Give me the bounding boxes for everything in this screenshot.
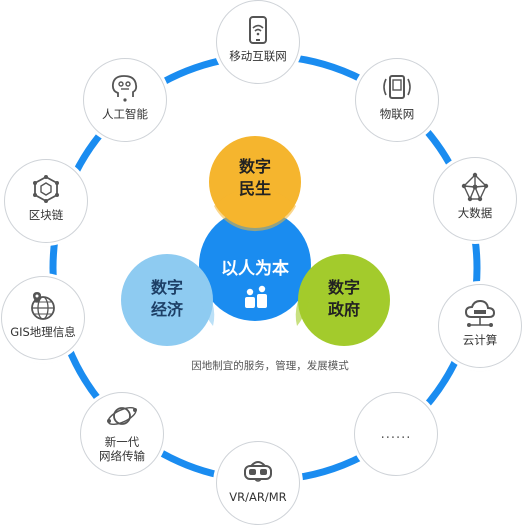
node-ai: 人工智能 <box>83 58 167 142</box>
node-label-line2: 网络传输 <box>99 449 145 463</box>
right-circle-line2: 政府 <box>327 300 360 319</box>
node-network: 新一代 网络传输 <box>80 392 164 476</box>
node-label: 区块链 <box>28 208 64 222</box>
left-circle-label: 数字 经济 <box>127 277 207 321</box>
top-circle-label: 数字 民生 <box>210 156 300 200</box>
center-caption: 因地制宜的服务，管理，发展模式 <box>191 360 349 372</box>
node-label: 移动互联网 <box>229 49 287 63</box>
node-label: VR/AR/MR <box>229 490 287 504</box>
left-circle-line1: 数字 <box>150 278 183 297</box>
core-title: 以人为本 <box>205 254 305 279</box>
vr-headset-icon <box>244 461 272 482</box>
overlap-right <box>295 283 310 326</box>
node-gis: GIS地理信息 <box>1 276 85 360</box>
node-blockchain: 区块链 <box>4 159 88 243</box>
orbit-globe-icon <box>107 406 137 426</box>
hexagon-chain-icon <box>33 175 59 203</box>
core-circle <box>199 209 311 321</box>
left-circle <box>121 254 213 346</box>
robot-head-icon <box>111 75 138 102</box>
right-circle-label: 数字 政府 <box>304 277 384 321</box>
core-title-text: 以人为本 <box>221 259 289 279</box>
node-label: 大数据 <box>457 206 493 220</box>
node-iot: 物联网 <box>355 58 439 142</box>
overlap-left <box>200 283 215 326</box>
node-cloud: 云计算 <box>438 284 522 368</box>
node-label: ...... <box>380 427 412 442</box>
right-circle <box>298 254 390 346</box>
cloud-server-icon <box>464 299 496 327</box>
node-label: GIS地理信息 <box>10 325 76 339</box>
node-big-data: 大数据 <box>433 157 517 241</box>
network-graph-icon <box>461 172 489 202</box>
top-circle-line1: 数字 <box>238 157 271 176</box>
node-label: 云计算 <box>462 333 498 347</box>
node-more: ...... <box>354 392 438 476</box>
node-vr: VR/AR/MR <box>216 441 300 525</box>
chip-device-icon <box>383 75 411 99</box>
node-label: 物联网 <box>379 107 415 121</box>
phone-wifi-icon <box>249 16 267 44</box>
right-circle-line1: 数字 <box>327 278 360 297</box>
left-circle-line2: 经济 <box>150 300 183 319</box>
globe-pin-icon <box>31 292 55 320</box>
overlap-top <box>214 188 296 232</box>
node-mobile-internet: 移动互联网 <box>216 0 300 84</box>
node-label: 人工智能 <box>102 107 148 121</box>
people-icon <box>245 285 267 308</box>
node-label-group: 新一代 网络传输 <box>83 435 161 463</box>
top-circle-line2: 民生 <box>238 179 271 198</box>
node-label-line1: 新一代 <box>104 435 140 449</box>
